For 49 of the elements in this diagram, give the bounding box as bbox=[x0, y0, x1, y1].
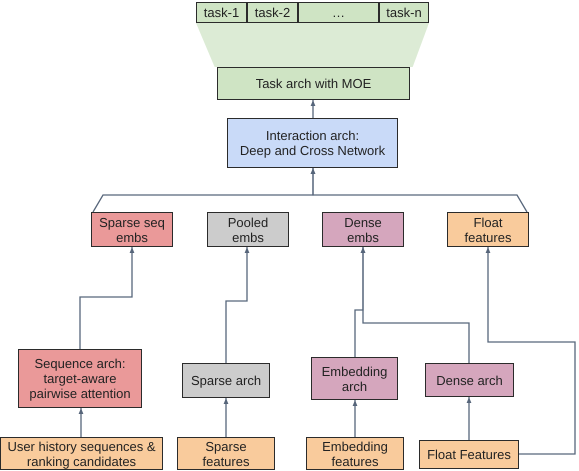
input-box bbox=[306, 437, 404, 470]
input-box bbox=[419, 440, 519, 469]
node-label: Sparse features bbox=[202, 438, 250, 468]
arrow bbox=[466, 397, 472, 440]
node-label: Float Features bbox=[427, 447, 511, 462]
node-label: Task arch with MOE bbox=[256, 76, 372, 91]
arrow bbox=[360, 247, 470, 363]
arrow bbox=[310, 168, 528, 212]
embedding-box bbox=[91, 212, 173, 247]
node-label: task-2 bbox=[254, 5, 290, 20]
arrow bbox=[352, 400, 358, 437]
task-cell bbox=[298, 2, 379, 23]
node-label: … bbox=[332, 5, 345, 20]
node-body: Deep and Cross Network bbox=[240, 143, 386, 158]
arrow bbox=[486, 247, 576, 455]
node-label: Embedding arch bbox=[320, 364, 388, 394]
node-title: Sequence arch: bbox=[34, 356, 126, 371]
task-cell bbox=[247, 2, 298, 23]
node-label: Dense embs bbox=[343, 214, 383, 244]
node-label: Dense arch bbox=[436, 372, 503, 388]
node-title: Interaction arch: bbox=[266, 128, 360, 143]
node-label: Sparse seq embs bbox=[98, 214, 166, 244]
process-box bbox=[227, 118, 398, 168]
feature-box bbox=[447, 212, 529, 247]
arrow bbox=[310, 100, 316, 118]
node-label: Float features bbox=[464, 214, 512, 244]
input-box bbox=[0, 437, 163, 470]
process-box bbox=[311, 357, 398, 400]
node-label: Pooled embs bbox=[226, 214, 270, 244]
node-label: User history sequences & ranking candidates bbox=[6, 438, 157, 468]
node-body: target-aware pairwise attention bbox=[28, 371, 132, 401]
embedding-box bbox=[207, 212, 289, 247]
arrow bbox=[224, 398, 228, 437]
task-cell bbox=[196, 2, 247, 23]
node-label: task-1 bbox=[204, 5, 240, 20]
arrow bbox=[78, 408, 84, 437]
process-box bbox=[182, 363, 270, 398]
arrow bbox=[225, 247, 250, 363]
node-label: task-n bbox=[386, 5, 422, 20]
process-box bbox=[217, 67, 410, 100]
input-box bbox=[177, 437, 275, 470]
arrow bbox=[79, 247, 134, 349]
process-box bbox=[425, 363, 514, 397]
embedding-box bbox=[322, 212, 404, 247]
projection-band bbox=[196, 23, 429, 67]
node-label: Embedding features bbox=[321, 438, 389, 468]
process-box bbox=[18, 349, 142, 408]
node-label: Sparse arch bbox=[190, 373, 262, 388]
task-cell bbox=[379, 2, 429, 23]
